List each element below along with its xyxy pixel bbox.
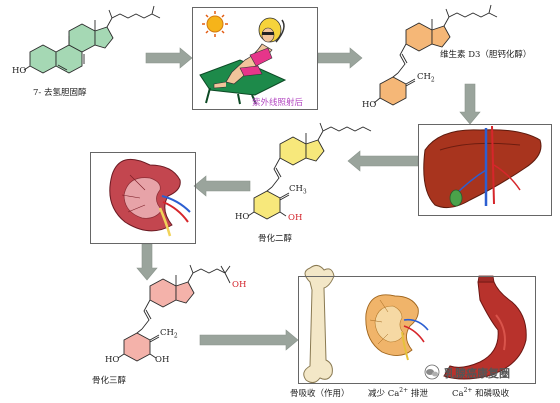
vitamin-d3-label: 维生素 D3（胆钙化醇）	[440, 50, 532, 60]
sunbathing-woman-icon	[199, 17, 287, 105]
kidney-box	[90, 152, 196, 244]
arrow-to-kidney	[193, 175, 251, 197]
wechat-icon	[424, 364, 440, 380]
effects-box	[298, 276, 536, 384]
liver-box	[418, 124, 552, 216]
atom-oh: OH	[232, 280, 247, 290]
atom-ch2: CH2	[160, 328, 178, 340]
atom-ho: HO	[12, 66, 27, 76]
sun-icon	[202, 11, 228, 37]
arrow-to-sunlight	[145, 47, 193, 69]
ring-a	[29, 44, 57, 74]
dehydrocholesterol-label: 7- 去氢胆固醇	[33, 88, 87, 98]
vitamin-d3-structure	[373, 4, 498, 106]
calcitriol-structure	[117, 264, 231, 362]
atom-ho: HO	[105, 355, 120, 365]
sunlight-label: 紫外线照射后	[252, 98, 304, 108]
stomach-icon	[443, 275, 527, 380]
liver-icon	[423, 125, 542, 209]
atom-ho: HO	[235, 212, 250, 222]
dehydrocholesterol-structure	[23, 5, 161, 74]
watermark: 乳腺癌康复圈	[444, 367, 510, 380]
bone-icon	[303, 264, 335, 384]
arrow-to-calcitriol	[136, 243, 158, 281]
atom-ho: HO	[362, 100, 377, 110]
ring-d	[94, 26, 114, 49]
sunbathing-illustration	[199, 11, 287, 105]
kidney-icon	[365, 294, 429, 361]
arrow-to-calcidiol	[347, 150, 419, 172]
atom-oh: OH	[288, 213, 303, 223]
sunlight-box	[192, 7, 318, 110]
arrow-to-liver	[459, 83, 481, 125]
kidney-icon	[109, 158, 191, 237]
calcitriol-label: 骨化三醇	[92, 376, 127, 386]
atom-ch2: CH2	[417, 72, 435, 84]
calcidiol-structure	[247, 122, 372, 220]
gut-effect-label: Ca2+ 和磷吸收	[452, 387, 510, 399]
calcidiol-label: 骨化二醇	[258, 234, 293, 244]
atom-oh: OH	[155, 355, 170, 365]
atom-ch3: CH3	[289, 184, 307, 196]
bone-effect-label: 骨吸收（作用）	[290, 389, 350, 399]
kidney-effect-label: 减少 Ca2+ 排泄	[368, 387, 428, 399]
arrow-to-effects	[199, 329, 299, 351]
arrow-to-vitamin-d3	[317, 47, 363, 69]
